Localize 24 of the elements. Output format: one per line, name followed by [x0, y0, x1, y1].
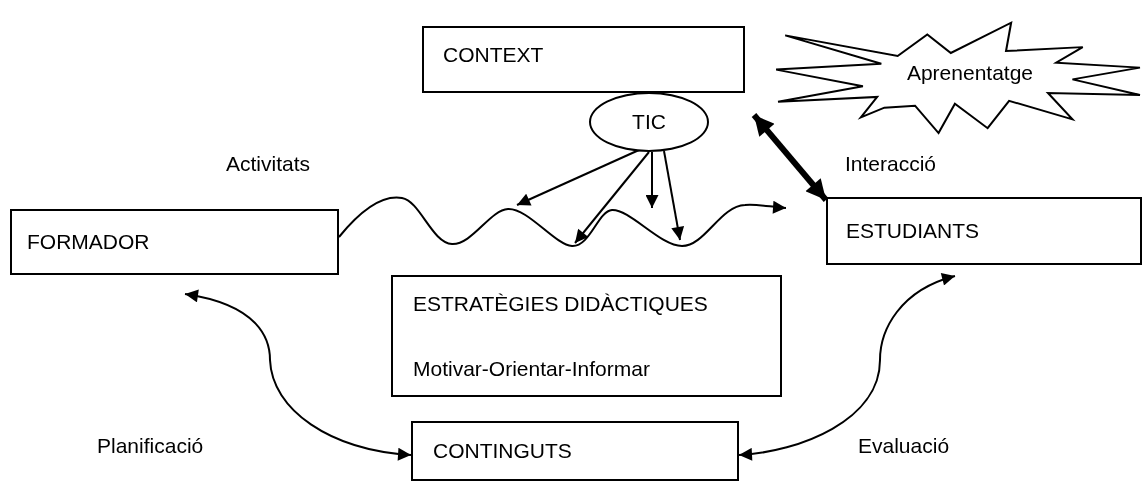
text-box	[411, 421, 739, 481]
text-box	[391, 275, 782, 397]
arrow	[663, 150, 685, 241]
relation-label: Planificació	[97, 434, 204, 458]
relation-label: Interacció	[845, 152, 937, 176]
relation-label: Evaluació	[858, 434, 950, 458]
text-box	[10, 209, 339, 275]
node-subtitle: Motivar-Orientar-Informar	[413, 355, 650, 381]
node-title: Aprenentatge	[906, 60, 1034, 86]
arrow	[338, 196, 787, 247]
arrow	[574, 151, 650, 244]
arrow	[738, 273, 956, 461]
thick-arrow	[751, 113, 829, 202]
node-title: ESTUDIANTS	[846, 218, 979, 244]
node-title: ESTRATÈGIES DIDÀCTIQUES	[413, 291, 708, 317]
text-box	[422, 26, 745, 93]
text-box	[826, 197, 1142, 265]
node-title: CONTINGUTS	[433, 438, 572, 464]
node-title: CONTEXT	[443, 42, 544, 68]
relation-label: Activitats	[226, 152, 311, 176]
arrow	[184, 290, 412, 461]
node-title: TIC	[632, 109, 666, 135]
arrow	[645, 151, 659, 209]
node-title: FORMADOR	[27, 229, 150, 255]
